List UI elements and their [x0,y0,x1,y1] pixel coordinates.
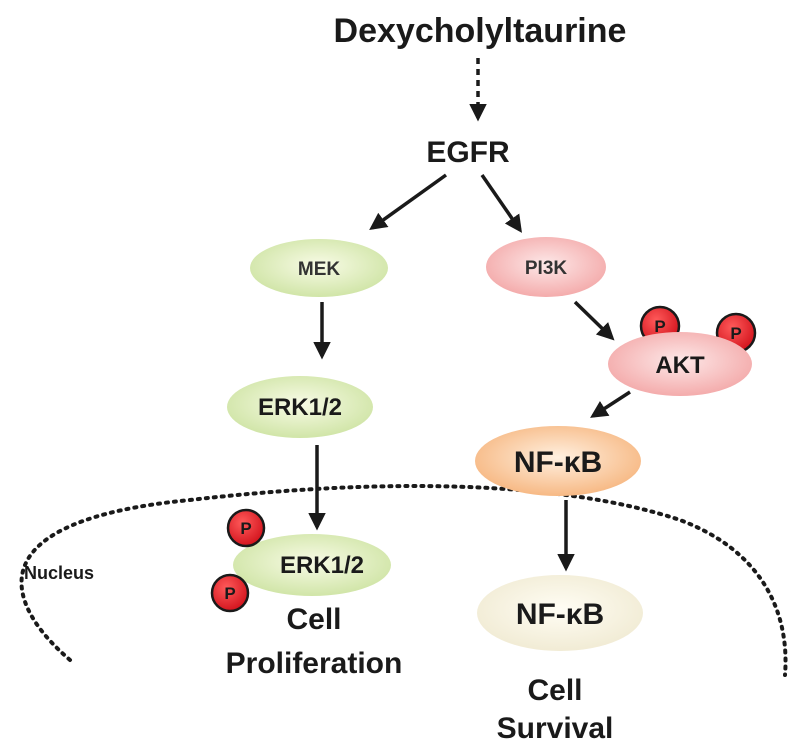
svg-text:P: P [654,317,665,336]
akt-label: AKT [655,352,705,379]
nfkb-nucleus-node: NF-κB [477,575,643,651]
erk-cytoplasm-label: ERK1/2 [258,394,342,421]
nfkb-nucleus-label: NF-κB [516,598,604,631]
erk-cytoplasm-node: ERK1/2 [227,376,373,438]
erk-phospho-bottom: P [210,573,250,613]
pi3k-to-akt-arrow [573,300,615,341]
proliferation-outcome-line1: Cell [286,603,341,636]
nucleus-label: Nucleus [24,563,94,583]
erk-phospho-top: P [226,508,266,548]
nfkb-cytoplasm-label: NF-κB [514,446,602,479]
egfr-to-pi3k-arrow [480,174,522,233]
egfr-to-mek-arrow [369,173,448,231]
pi3k-node: PI3K [486,237,606,297]
svg-text:P: P [240,519,251,538]
egfr-label: EGFR [426,136,510,169]
svg-text:P: P [224,584,235,603]
pi3k-label: PI3K [525,258,568,279]
nucleus-membrane [19,484,788,677]
svg-text:P: P [730,324,741,343]
nfkb-cytoplasm-node: NF-κB [475,426,641,496]
akt-to-nfkb-arrow [590,390,631,418]
mek-node: MEK [250,239,388,297]
erk-nucleus-node: P P ERK1/2 [210,508,391,613]
akt-node: P P AKT [608,305,757,396]
survival-outcome-line2: Survival [497,712,614,745]
erk-nucleus-label: ERK1/2 [280,552,364,579]
ligand-label: Dexycholyltaurine [334,12,627,50]
mek-label: MEK [298,259,341,280]
proliferation-outcome-line2: Proliferation [226,647,403,680]
survival-outcome-line1: Cell [527,674,582,707]
